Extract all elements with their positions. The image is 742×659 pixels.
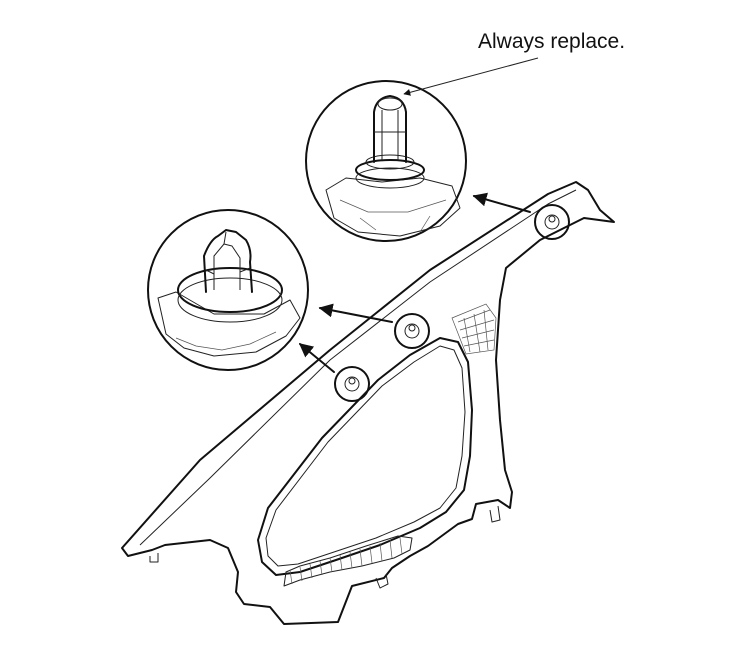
clip-location-1	[334, 366, 370, 402]
clip-detail-upper	[305, 80, 467, 242]
pillar-trim-panel	[121, 181, 615, 625]
callout-label: Always replace.	[478, 30, 626, 53]
clip-detail-lower	[147, 209, 309, 371]
callout-leader-line	[403, 57, 539, 96]
clip-location-2	[394, 313, 430, 349]
arrow-to-lower-detail-1	[318, 303, 393, 323]
arrow-to-lower-detail-2	[298, 343, 335, 373]
clip-location-3	[534, 204, 570, 240]
arrow-to-upper-detail	[472, 192, 531, 213]
